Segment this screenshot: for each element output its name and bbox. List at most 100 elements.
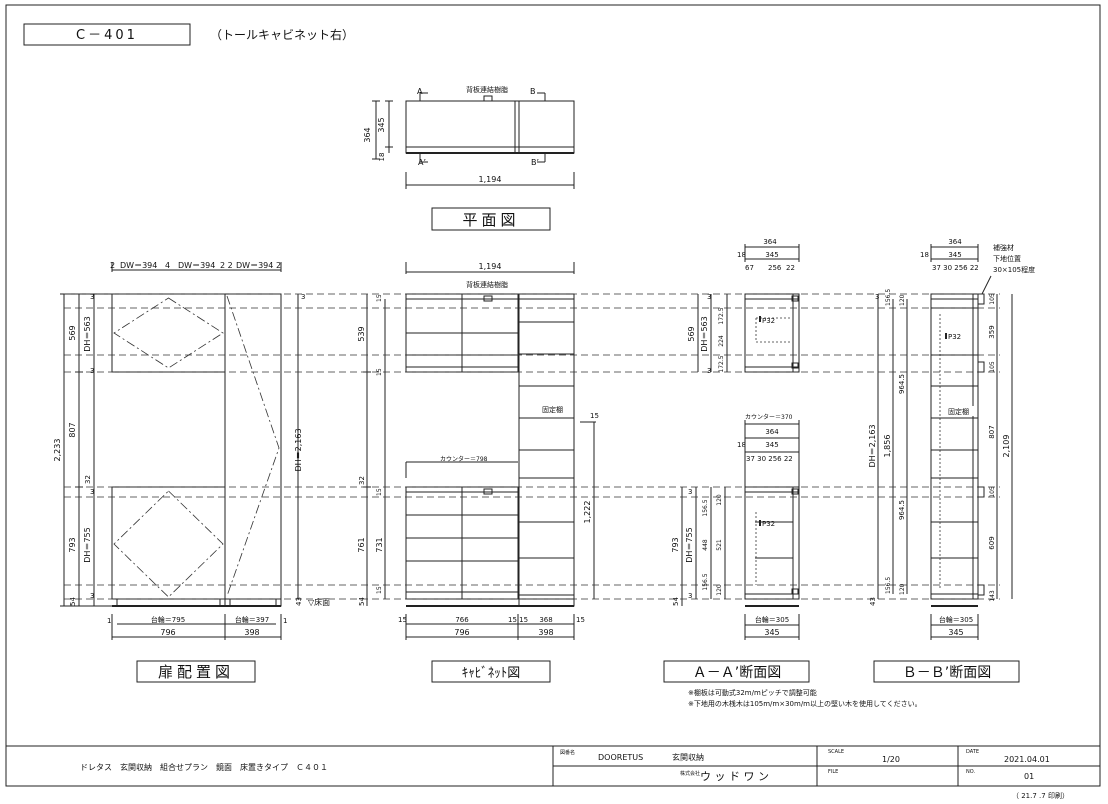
plan-view: A A’ B B’ 背板連結樹脂 364 345 18 1,194 平面図: [363, 85, 575, 231]
door-top-dim-4: DW＝394: [178, 261, 215, 270]
door-base-1-left: 1: [107, 617, 111, 625]
bb-top-345: 345: [948, 251, 961, 259]
tb-drawing-name: DOORETUS: [598, 753, 643, 762]
bb-r-2109: 2,109: [1002, 435, 1011, 458]
cab-base-15-right: 15: [576, 616, 585, 624]
door-gap-3-mid: 3: [90, 367, 94, 375]
tb-description: ドレタス 玄関収納 組合せプラン 鏡面 床置きタイプ Ｃ４０１: [80, 762, 328, 772]
cab-width-398: 398: [538, 628, 553, 637]
aa-dh-563: DH＝563: [700, 316, 709, 351]
aa-low-364: 364: [765, 428, 779, 436]
door-top-dim-2: DW＝394: [120, 261, 157, 270]
bb-r-105c: 105: [989, 293, 996, 305]
cab-dim-761: 761: [357, 537, 366, 552]
bb-p32: P32: [948, 333, 961, 341]
tb-scale-label: SCALE: [828, 749, 844, 755]
bb-gap-3: 3: [875, 293, 879, 301]
aa-gap-3-low: 3: [688, 488, 692, 496]
cab-width: 1,194: [479, 262, 502, 271]
bb-base-43: 43: [869, 597, 877, 606]
tb-no: 01: [1024, 772, 1034, 781]
tb-category: 玄関収納: [672, 752, 704, 762]
aa-counter: カウンター＝370: [745, 413, 793, 421]
bb-dim-156-top: 156.5: [885, 289, 892, 306]
aa-low-row: 37 30 256 22: [746, 455, 793, 463]
bb-r-105a: 105: [989, 361, 996, 373]
bb-title: Ｂ－Ｂ’断面図: [903, 665, 991, 681]
plan-dim-364: 364: [363, 127, 372, 142]
cab-title: ｷｬﾋﾞﾈｯﾄ図: [462, 666, 521, 681]
aa-top-364: 364: [763, 238, 777, 246]
plan-title: 平面図: [462, 211, 519, 229]
aa-dim-120-top: 120: [716, 494, 723, 506]
cab-right-15: 15: [590, 412, 599, 420]
tb-date-label: DATE: [966, 749, 979, 755]
bb-r-807: 807: [988, 425, 996, 438]
door-top-dim-5: 2 2: [220, 261, 233, 270]
cab-dim-32: 32: [358, 476, 366, 485]
door-dh-2163: DH＝2,163: [294, 428, 303, 471]
tb-company: ウ ッ ド ワ ン: [700, 770, 769, 783]
cab-back-resin: 背板連結樹脂: [466, 280, 508, 289]
door-top-dim-7: 2: [276, 261, 281, 270]
section-aa-view: P32 P32 364 18 345 67 256 22 569 DH＝563 …: [663, 238, 810, 683]
door-width-796: 796: [160, 628, 175, 637]
aa-low-345: 345: [765, 441, 778, 449]
aa-dim-569: 569: [687, 326, 696, 341]
plan-dim-18: 18: [378, 153, 386, 162]
aa-dim-224: 224: [718, 335, 725, 347]
cab-base-15-15: 15 15: [508, 616, 528, 624]
tb-no-label: NO.: [966, 769, 975, 775]
cab-dim-15-mid: 15: [376, 368, 383, 376]
aa-top-256: 256: [768, 264, 782, 272]
aa-top-67: 67: [745, 264, 754, 272]
door-dh-755: DH＝755: [83, 527, 92, 562]
aa-top-p32: P32: [762, 317, 775, 325]
aa-caster: 台輪＝305: [755, 615, 789, 624]
plan-section-b2: B’: [531, 158, 539, 167]
aa-gap-3-bot: 3: [688, 592, 692, 600]
bb-dim-120-bot: 120: [899, 583, 906, 595]
plan-dim-width: 1,194: [479, 175, 502, 184]
cab-dim-539: 539: [357, 326, 366, 341]
aa-dh-755: DH＝755: [685, 527, 694, 562]
cabinet-view: 1,194 背板連結樹脂 カウンター＝798 固定棚 539 761 731 1…: [357, 262, 599, 683]
door-floor-label: ▽床面: [308, 597, 330, 607]
drawing-subtitle: （トールキャビネット右）: [210, 27, 354, 42]
bb-dim-1856: 1,856: [883, 435, 892, 458]
plan-dim-345: 345: [377, 117, 386, 132]
drawing-code: C－401: [76, 28, 138, 43]
bb-top-row: 37 30 256 22: [932, 264, 979, 272]
bb-caster: 台輪＝305: [939, 615, 973, 624]
aa-gap-3-mid: 3: [707, 367, 711, 375]
tb-file-label: FILE: [828, 769, 838, 775]
bb-r-359: 359: [988, 325, 996, 338]
door-base-54: 54: [69, 597, 77, 606]
door-dim-569: 569: [68, 325, 77, 340]
door-dim-2233: 2,233: [53, 439, 62, 462]
bb-fixed-shelf: 固定棚: [948, 407, 969, 416]
cab-base-766: 766: [455, 616, 469, 624]
door-top-dim-3: 4: [165, 261, 170, 270]
bb-r-609: 609: [988, 536, 996, 549]
aa-dim-448: 448: [702, 539, 709, 551]
section-bb-view: P32 固定棚 364 18 345 37 30 256 22 補強材 下地位置…: [868, 238, 1035, 683]
bb-note-position: 下地位置: [993, 254, 1021, 263]
plan-section-b: B: [530, 87, 536, 96]
note-batten: ※下地用の木桟木は105m/m×30m/m以上の堅い木を使用してください。: [688, 699, 922, 708]
tb-company-label: 株式会社: [680, 770, 700, 777]
cab-base-368: 368: [539, 616, 552, 624]
bb-width-345: 345: [948, 628, 963, 637]
door-caster-397: 台輪＝397: [235, 615, 269, 624]
bb-note-size: 30×105程度: [993, 265, 1035, 274]
plan-section-a: A: [417, 87, 423, 96]
aa-dim-521: 521: [716, 539, 723, 551]
aa-width-345: 345: [764, 628, 779, 637]
aa-gap-3-top: 3: [707, 293, 711, 301]
door-dh-563: DH＝563: [83, 316, 92, 351]
bb-dim-120-top: 120: [899, 294, 906, 306]
title-block: ドレタス 玄関収納 組合せプラン 鏡面 床置きタイプ Ｃ４０１ 図番名 DOOR…: [6, 745, 1100, 786]
bb-dim-964-bot: 964.5: [898, 500, 906, 520]
bb-r-143: 143: [989, 590, 996, 602]
alignment-lines: [64, 293, 1000, 600]
